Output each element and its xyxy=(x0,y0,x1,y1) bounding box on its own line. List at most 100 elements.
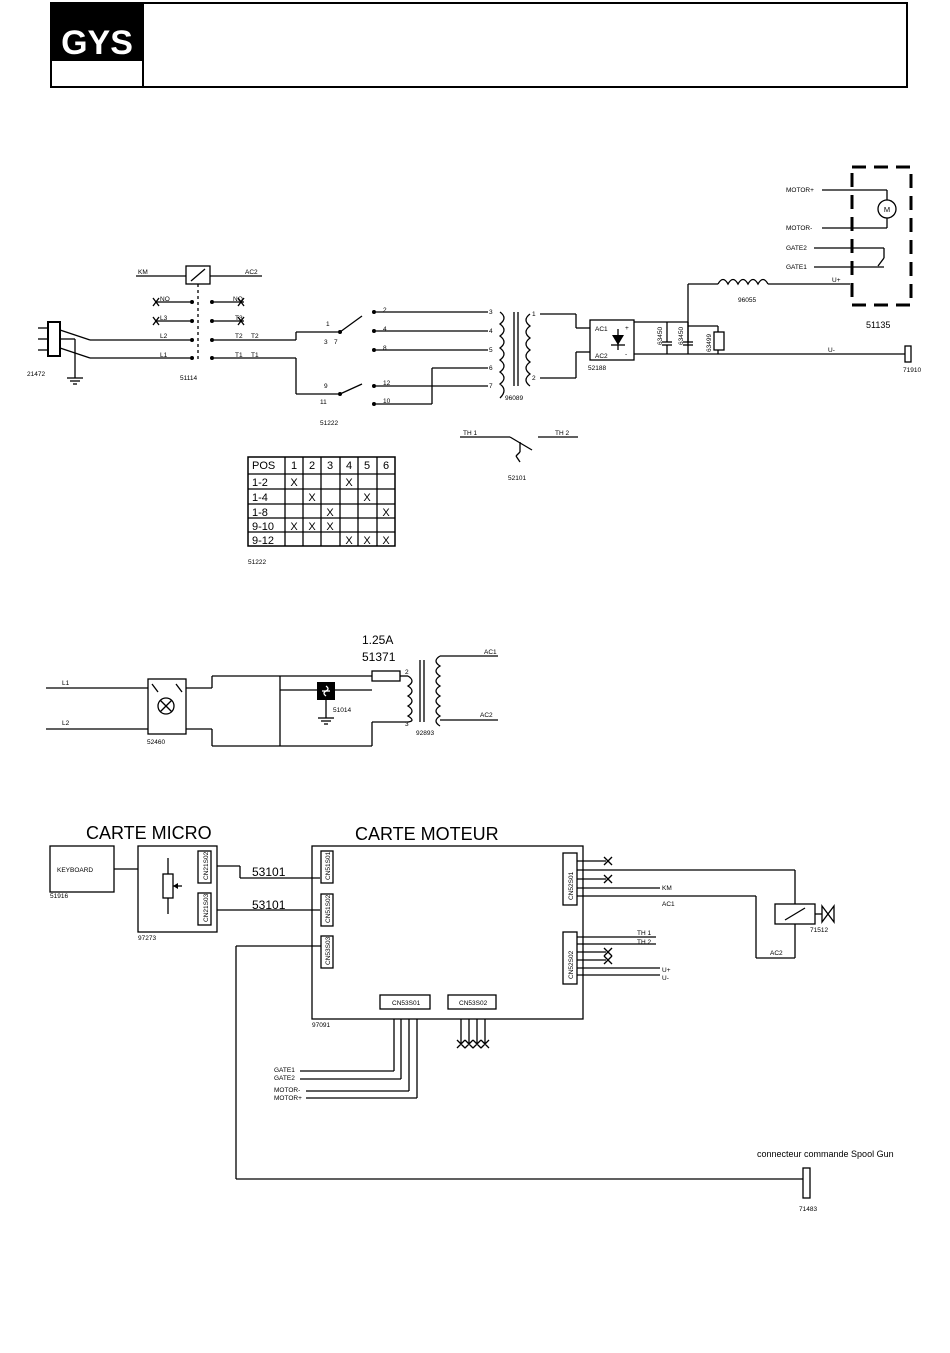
th1-label: TH 1 xyxy=(463,430,477,437)
u-plus-label: U+ xyxy=(832,277,841,284)
sel-out-8: 8 xyxy=(383,345,387,352)
aux-ac2: AC2 xyxy=(480,712,493,719)
micro-conn-2: CN21S03 xyxy=(203,893,210,922)
moteur-right-conn-1: CN52S01 xyxy=(568,871,575,900)
sig-th1: TH 1 xyxy=(637,930,651,937)
valve-ac2: AC2 xyxy=(770,950,783,957)
aux-supply: L1 L2 52460 1.25A 51371 xyxy=(46,633,498,747)
table-cell: 1-2 xyxy=(252,477,268,489)
motor-minus-label: MOTOR- xyxy=(786,225,812,232)
moteur-left-conn-1: CN51S01 xyxy=(325,851,332,880)
fan-ref: 51014 xyxy=(333,707,351,714)
contactor-coil: KM AC2 xyxy=(136,265,262,362)
table-cell: X xyxy=(308,521,316,533)
transformer-ref: 96089 xyxy=(505,395,523,402)
table-header-cell: 5 xyxy=(364,460,370,472)
carte-moteur-title: CARTE MOTEUR xyxy=(355,824,499,844)
logo-text: GYS xyxy=(61,24,133,62)
aux-tap-2: 2 xyxy=(405,669,409,676)
coil-right-label: AC2 xyxy=(245,269,258,276)
gate-motor-wires: GATE1 GATE2 MOTOR- MOTOR+ xyxy=(274,1019,418,1102)
table-header-cell: 4 xyxy=(346,460,352,472)
moteur-bottom-conn-1: CN53S01 xyxy=(392,1000,421,1007)
moteur-right-conn-2: CN52S02 xyxy=(568,950,575,979)
sig-u-plus: U+ xyxy=(662,967,671,974)
tr-tap-7: 7 xyxy=(489,383,493,390)
out-t1: T1 xyxy=(251,352,259,359)
gate1-label: GATE1 xyxy=(786,264,807,271)
contact-no-right: NO xyxy=(233,296,243,303)
table-header-cell: 6 xyxy=(383,460,389,472)
cable-2-ref: 53101 xyxy=(252,898,286,912)
contact-l1: L1 xyxy=(160,352,168,359)
sel-out-2: 2 xyxy=(383,307,387,314)
control-boards: CARTE MICRO CARTE MOTEUR KEYBOARD 51916 … xyxy=(49,823,894,1213)
plug-ref: 21472 xyxy=(27,371,45,378)
sig-motor-plus: MOTOR+ xyxy=(274,1095,302,1102)
sel-out-12: 12 xyxy=(383,380,391,387)
motor-plus-label: MOTOR+ xyxy=(786,187,814,194)
aux-l1-label: L1 xyxy=(62,680,70,687)
table-cell: X xyxy=(290,477,298,489)
carte-micro-title: CARTE MICRO xyxy=(86,823,212,843)
micro-conn-1: CN21S02 xyxy=(203,851,210,880)
micro-board: CN21S02 CN21S03 97273 xyxy=(137,845,218,942)
contactor-contacts: NO NO L3 T3 L2 T2 T2 L1 T1 T1 xyxy=(90,296,296,382)
keyboard-ref: 51916 xyxy=(50,893,68,900)
aux-transformer-ref: 92893 xyxy=(416,730,434,737)
tr-sec-2: 2 xyxy=(532,375,536,382)
table-ref: 51222 xyxy=(248,559,266,566)
motor-symbol: M xyxy=(884,205,890,214)
fuse-ref: 51371 xyxy=(362,650,396,664)
output-connector-ref: 71910 xyxy=(903,367,921,374)
contact-no-left: NO xyxy=(160,296,170,303)
spool-gun-line: connecteur commande Spool Gun 71483 xyxy=(235,945,894,1213)
power-circuit: 21472 KM AC2 NO NO L3 T3 xyxy=(27,165,921,482)
table-cell: X xyxy=(345,535,353,547)
gate2-label: GATE2 xyxy=(786,245,807,252)
table-cell: X xyxy=(363,535,371,547)
resistor-ref: 63499 xyxy=(706,334,713,352)
moteur-right-wires: KM AC1 AC2 TH 1 TH 2 U+ U- xyxy=(577,856,796,982)
th2-label: TH 2 xyxy=(555,430,569,437)
sig-u-minus: U- xyxy=(662,975,669,982)
contact-t1: T1 xyxy=(235,352,243,359)
keyboard-box: KEYBOARD 51916 xyxy=(49,845,138,900)
aux-transformer: 2 3 AC1 AC2 92893 xyxy=(405,649,498,737)
moteur-ref: 97091 xyxy=(312,1022,330,1029)
table-cell: X xyxy=(326,507,334,519)
table-header-cell: 1 xyxy=(291,460,297,472)
sig-th2: TH 2 xyxy=(637,939,651,946)
table-header-cell: 3 xyxy=(327,460,333,472)
sel-pin-9: 9 xyxy=(324,383,328,390)
table-cell: X xyxy=(345,477,353,489)
valve-ref: 71512 xyxy=(810,927,828,934)
motor-module-ref: 51135 xyxy=(866,320,890,330)
tr-sec-1: 1 xyxy=(532,311,536,318)
gys-logo: GYS xyxy=(52,4,142,62)
table-header-cell: 2 xyxy=(309,460,315,472)
tr-tap-6: 6 xyxy=(489,365,493,372)
table-cell: 1-4 xyxy=(252,492,268,504)
sig-motor-minus: MOTOR- xyxy=(274,1087,300,1094)
micro-ref: 97273 xyxy=(138,935,156,942)
table-cell: X xyxy=(363,492,371,504)
aux-tap-3: 3 xyxy=(405,721,409,728)
rect-minus: - xyxy=(625,351,627,358)
table-cell: 9-12 xyxy=(252,535,274,547)
cable-1-ref: 53101 xyxy=(252,865,286,879)
sel-pin-11: 11 xyxy=(320,399,327,406)
rectifier-ref: 52188 xyxy=(588,365,606,372)
aux-ac1: AC1 xyxy=(484,649,497,656)
table-cell: X xyxy=(382,535,390,547)
potentiometer-icon xyxy=(162,858,182,914)
cap-ref-2: 63450 xyxy=(678,327,685,345)
sig-gate1: GATE1 xyxy=(274,1067,295,1074)
rectifier-bridge: AC1 AC2 + - 52188 xyxy=(588,319,635,372)
inductor-ref: 96055 xyxy=(738,297,756,304)
keyboard-label: KEYBOARD xyxy=(57,867,93,874)
sig-km: KM xyxy=(662,885,672,892)
sig-gate2: GATE2 xyxy=(274,1075,295,1082)
